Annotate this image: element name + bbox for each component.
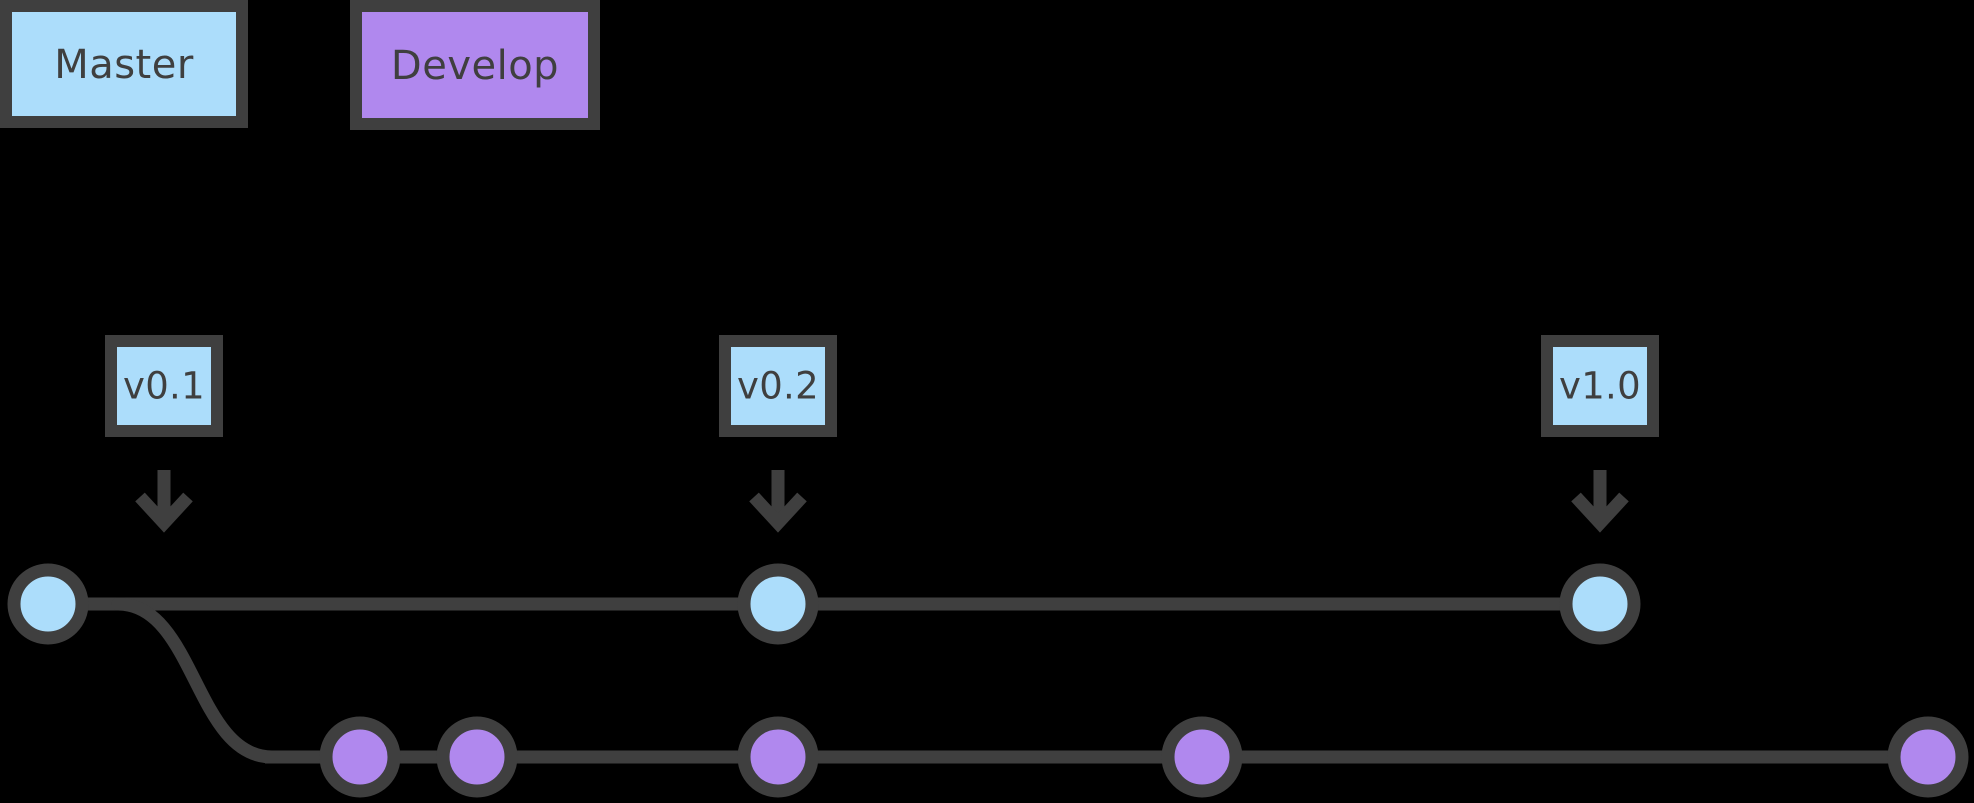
commit-node-develop-2[interactable] <box>436 716 518 798</box>
tag-box-v0-1 <box>105 335 223 437</box>
tag-group-v0-1: v0.1 <box>105 335 223 533</box>
arrow-down-icon <box>1571 470 1629 533</box>
develop-commit-nodes <box>319 716 1969 798</box>
tag-box-v1-0 <box>1541 335 1659 437</box>
legend-box-develop <box>350 0 600 130</box>
legend-box-master <box>0 0 248 128</box>
branch-fork-curve <box>111 597 279 764</box>
commit-node-develop-5[interactable] <box>1887 716 1969 798</box>
arrow-down-icon <box>135 470 193 533</box>
tag-label-v1-0: v1.0 <box>1559 365 1641 408</box>
legend-item-develop[interactable]: Develop <box>350 0 600 130</box>
legend-item-master[interactable]: Master <box>0 0 248 128</box>
commit-node-develop-3[interactable] <box>737 716 819 798</box>
commit-node-develop-1[interactable] <box>319 716 401 798</box>
arrow-down-icon <box>749 470 807 533</box>
tag-v0-1[interactable]: v0.1 <box>105 335 223 437</box>
legend-label-master: Master <box>54 42 194 88</box>
tag-group-v0-2: v0.2 <box>719 335 837 533</box>
commit-node-develop-4[interactable] <box>1161 716 1243 798</box>
tag-v0-2[interactable]: v0.2 <box>719 335 837 437</box>
tag-v1-0[interactable]: v1.0 <box>1541 335 1659 437</box>
tag-box-v0-2 <box>719 335 837 437</box>
commit-node-master-v0-1[interactable] <box>7 563 89 645</box>
tag-label-v0-1: v0.1 <box>123 365 205 408</box>
tag-group-v1-0: v1.0 <box>1541 335 1659 533</box>
tag-label-v0-2: v0.2 <box>737 365 819 408</box>
legend-label-develop: Develop <box>391 43 559 89</box>
commit-node-master-v0-2[interactable] <box>737 563 819 645</box>
legend: Master Develop <box>0 0 600 130</box>
branch-lines <box>48 597 1960 764</box>
commit-node-master-v1-0[interactable] <box>1559 563 1641 645</box>
master-commit-nodes <box>7 563 1641 645</box>
